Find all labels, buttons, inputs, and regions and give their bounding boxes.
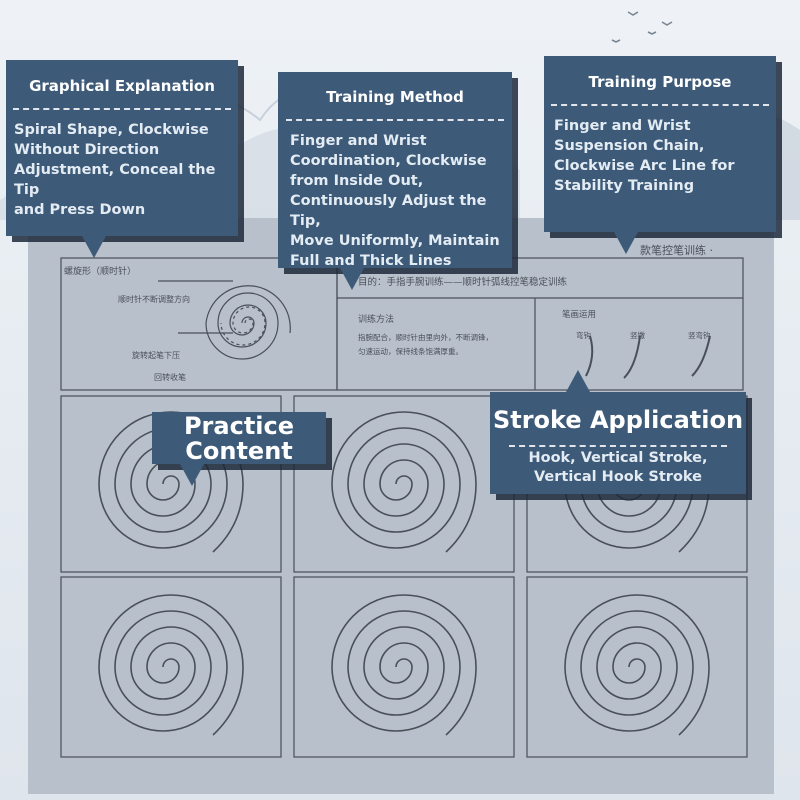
callout-training-method: Training Method Finger and Wrist Coordin… xyxy=(278,72,512,271)
sheet-header-right: 款笔控笔训练 · xyxy=(640,244,713,257)
callout-title: Training Purpose xyxy=(588,73,732,91)
callout-line: Stability Training xyxy=(554,178,695,194)
practice-sheet: 款笔控笔训练 · 螺旋形（顺时针） 目的：手指手腕训练——顺时针弧线控笔稳定训练… xyxy=(28,218,774,794)
callout-pointer xyxy=(614,232,638,254)
callout-body: Spiral Shape, Clockwise Without Directio… xyxy=(6,110,238,220)
note-turn-back: 回转收笔 xyxy=(154,373,186,382)
callout-title-line: Content xyxy=(185,437,293,465)
callout-line: Finger and Wrist xyxy=(554,118,691,134)
callout-pointer xyxy=(180,464,204,486)
spiral-label: 螺旋形（顺时针） xyxy=(64,267,137,277)
callout-line: Continuously Adjust the Tip, xyxy=(290,193,487,229)
callout-title: Practice Content xyxy=(152,412,326,464)
callout-line: from Inside Out, xyxy=(290,173,424,189)
callout-line: and Press Down xyxy=(14,202,146,218)
callout-divider xyxy=(13,108,231,110)
callout-divider xyxy=(286,119,504,121)
spiral-guide-icon xyxy=(158,280,291,360)
callout-line: Without Direction xyxy=(14,142,160,158)
note-adjust-direction: 顺时针不断调整方向 xyxy=(118,295,190,304)
callout-title: Stroke Application xyxy=(492,406,744,434)
callout-line: Clockwise Arc Line for xyxy=(554,158,735,174)
callout-practice-content: Practice Content xyxy=(152,412,326,464)
callout-title: Graphical Explanation xyxy=(29,77,215,95)
callout-training-purpose: Training Purpose Finger and Wrist Suspen… xyxy=(544,56,776,232)
method-title: 训练方法 xyxy=(358,315,395,325)
callout-line: Vertical Hook Stroke xyxy=(533,469,703,485)
callout-title-line: Practice xyxy=(183,412,295,440)
note-press-down: 旋转起笔下压 xyxy=(132,351,180,360)
callout-pointer xyxy=(566,370,590,392)
callout-line: Move Uniformly, Maintain xyxy=(290,233,500,249)
purpose-line: 目的：手指手腕训练——顺时针弧线控笔稳定训练 xyxy=(358,277,568,288)
stroke-vertical-label: 竖撇 xyxy=(630,331,645,340)
callout-stroke-application: Stroke Application Hook, Vertical Stroke… xyxy=(490,392,746,494)
callout-line: Hook, Vertical Stroke, xyxy=(528,450,708,466)
callout-line: Full and Thick Lines xyxy=(290,253,452,269)
callout-line: Adjustment, Conceal the Tip xyxy=(14,162,216,198)
method-line-2: 匀速运动，保持线条饱满厚重。 xyxy=(358,347,463,356)
callout-title: Training Method xyxy=(326,88,464,106)
callout-line: Finger and Wrist xyxy=(290,133,427,149)
callout-pointer xyxy=(82,236,106,258)
method-line-1: 指腕配合，顺时针由里向外，不断调锋， xyxy=(358,333,493,342)
callout-body: Hook, Vertical Stroke, Vertical Hook Str… xyxy=(490,447,746,487)
callout-line: Suspension Chain, xyxy=(554,138,705,154)
callout-body: Finger and Wrist Suspension Chain, Clock… xyxy=(544,106,776,196)
callout-divider xyxy=(509,445,727,447)
callout-line: Spiral Shape, Clockwise xyxy=(14,122,209,138)
callout-divider xyxy=(551,104,769,106)
stroke-vertical-hook-label: 竖弯钩 xyxy=(688,331,711,340)
callout-pointer xyxy=(340,268,364,290)
stroke-hook-label: 弯钩 xyxy=(576,331,591,340)
callout-graphical-explanation: Graphical Explanation Spiral Shape, Cloc… xyxy=(6,60,238,236)
bird-icon xyxy=(611,11,673,43)
stroke-use-title: 笔画运用 xyxy=(562,310,597,320)
callout-line: Coordination, Clockwise xyxy=(290,153,487,169)
callout-body: Finger and Wrist Coordination, Clockwise… xyxy=(278,121,512,271)
